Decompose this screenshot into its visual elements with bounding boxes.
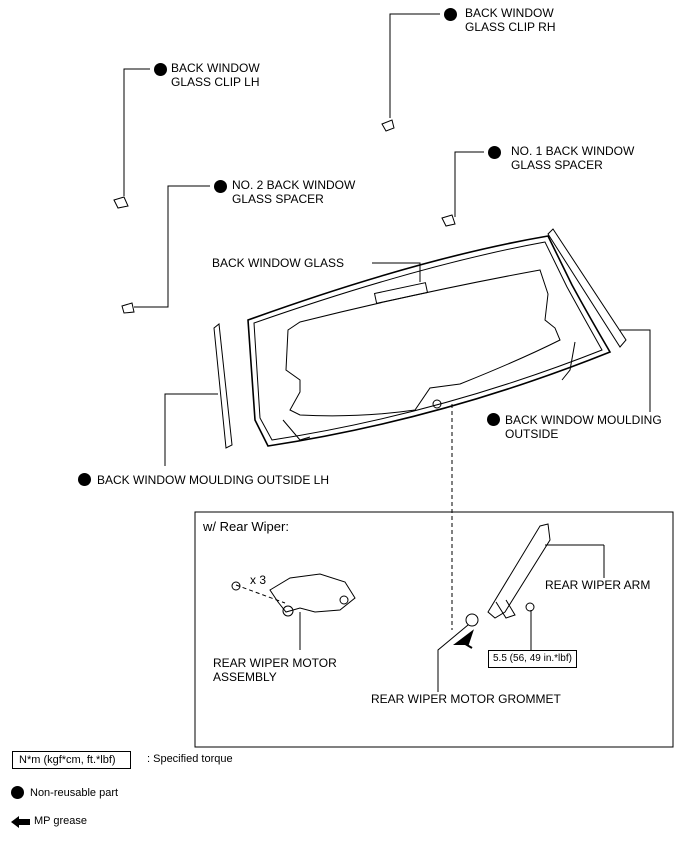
label-motor-assembly: REAR WIPER MOTOR ASSEMBLY xyxy=(213,656,337,684)
leader-glass xyxy=(372,262,421,282)
label-screw-count: x 3 xyxy=(250,573,267,587)
motor-shape xyxy=(269,573,356,613)
leader-spacer-no2 xyxy=(134,185,210,308)
legend-torque-desc: : Specified torque xyxy=(147,753,233,765)
leader-moulding-lh xyxy=(164,393,218,466)
label-moulding-outside-lh: BACK WINDOW MOULDING OUTSIDE LH xyxy=(97,473,330,487)
grommet-shape xyxy=(465,613,479,627)
leader-moulding-outside xyxy=(620,329,651,412)
label-wiper-arm: REAR WIPER ARM xyxy=(545,578,651,592)
legend-mp-grease: MP grease xyxy=(34,815,87,827)
label-clip-lh: BACK WINDOW GLASS CLIP LH xyxy=(171,61,260,89)
leader-clip-rh xyxy=(389,13,440,118)
non-reusable-dot-icon xyxy=(11,786,24,799)
moulding-outside-lh-shape xyxy=(213,323,233,449)
leader-grommet xyxy=(437,624,469,692)
label-back-window-glass: BACK WINDOW GLASS xyxy=(212,256,345,270)
label-grommet: REAR WIPER MOTOR GROMMET xyxy=(371,692,561,706)
label-moulding-outside: BACK WINDOW MOULDING OUTSIDE xyxy=(505,413,662,441)
label-clip-rh: BACK WINDOW GLASS CLIP RH xyxy=(465,6,556,34)
legend-torque-box: N*m (kgf*cm, ft.*lbf) xyxy=(12,751,131,769)
wiper-arm-shape xyxy=(487,523,551,619)
legend-non-reusable: Non-reusable part xyxy=(30,787,119,799)
mp-grease-arrow-diagram xyxy=(453,629,474,649)
mp-grease-arrow-icon xyxy=(11,816,30,828)
non-reusable-dot-icon xyxy=(214,180,227,193)
torque-spec-box: 5.5 (56, 49 in.*lbf) xyxy=(488,650,577,668)
non-reusable-dot-icon xyxy=(78,473,91,486)
moulding-outside-shape xyxy=(547,228,627,348)
leader-clip-lh xyxy=(123,68,150,196)
leader-spacer-no1 xyxy=(454,151,484,217)
back-window-glass-shape xyxy=(247,235,612,447)
label-spacer-no1: NO. 1 BACK WINDOW GLASS SPACER xyxy=(511,144,635,172)
non-reusable-dot-icon xyxy=(488,146,501,159)
non-reusable-dot-icon xyxy=(154,63,167,76)
label-spacer-no2: NO. 2 BACK WINDOW GLASS SPACER xyxy=(232,178,356,206)
label-wiper-section: w/ Rear Wiper: xyxy=(203,519,289,534)
wiper-section-frame xyxy=(194,511,674,748)
non-reusable-dot-icon xyxy=(444,8,457,21)
non-reusable-dot-icon xyxy=(487,413,500,426)
